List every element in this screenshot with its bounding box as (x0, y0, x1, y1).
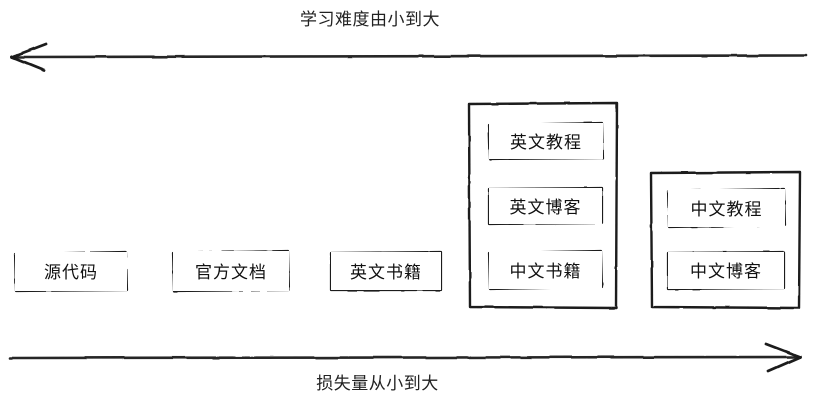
node-english-books[interactable]: 英文书籍 (331, 252, 441, 290)
node-official-docs[interactable]: 官方文档 (173, 251, 289, 291)
node-label-source-code: 源代码 (44, 263, 98, 283)
loss-axis-label: 损失量从小到大 (316, 374, 439, 394)
node-label-official-docs: 官方文档 (195, 262, 267, 283)
node-source-code[interactable]: 源代码 (15, 252, 127, 291)
node-label-chinese-tutorial: 中文教程 (690, 199, 763, 220)
group-box-chinese-cluster (649, 170, 802, 310)
node-english-blog[interactable]: 英文博客 (489, 188, 602, 224)
node-label-chinese-blog: 中文博客 (690, 262, 762, 282)
node-chinese-tutorial[interactable]: 中文教程 (668, 189, 785, 227)
node-label-chinese-books: 中文书籍 (509, 261, 582, 282)
node-label-english-tutorial: 英文教程 (510, 132, 582, 153)
node-chinese-blog[interactable]: 中文博客 (668, 252, 784, 289)
group-box-english-cluster (467, 101, 619, 310)
loss-axis-arrow (8, 342, 802, 373)
difficulty-axis-label: 学习难度由小到大 (300, 10, 440, 30)
node-label-english-books: 英文书籍 (350, 262, 422, 283)
difficulty-axis-arrow (10, 42, 808, 72)
node-label-english-blog: 英文博客 (509, 197, 582, 218)
node-chinese-books[interactable]: 中文书籍 (489, 251, 602, 289)
node-english-tutorial[interactable]: 英文教程 (489, 123, 603, 159)
